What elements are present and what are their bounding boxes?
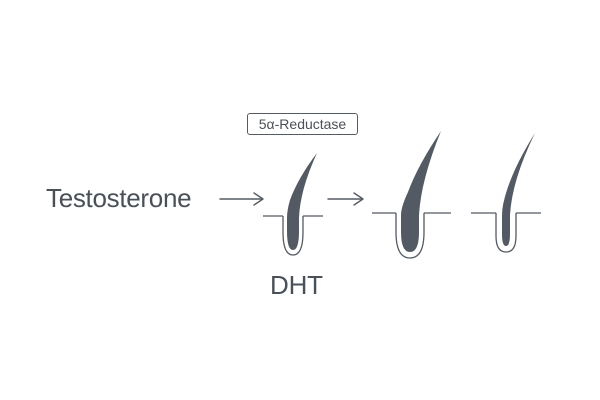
follicle-outline	[395, 213, 425, 259]
enzyme-label-box: 5α-Reductase	[247, 113, 358, 135]
enzyme-label: 5α-Reductase	[258, 116, 347, 132]
source-label: Testosterone	[46, 183, 192, 213]
hair-follicle-stage-3	[471, 133, 541, 253]
product-label: DHT	[270, 270, 323, 300]
follicle-outline	[495, 213, 517, 253]
hair-follicle-stage-1	[263, 153, 323, 256]
hair-follicle-stage-2	[372, 131, 451, 259]
arrow-right-icon	[327, 192, 364, 206]
hair-shaft	[401, 131, 441, 252]
hair-shaft	[287, 153, 317, 250]
follicle-outline	[282, 216, 304, 256]
arrow-right-icon	[219, 192, 264, 206]
hair-shaft	[502, 133, 535, 246]
